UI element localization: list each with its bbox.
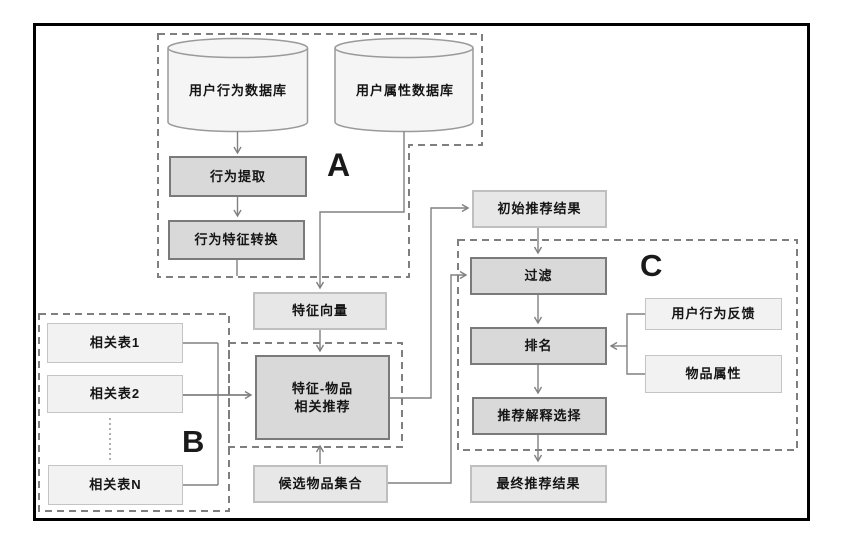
user-attribute-db-cylinder (334, 37, 474, 133)
group-c-outline (457, 239, 798, 451)
node-feature-item-recommendation-line2: 相关推荐 (294, 398, 351, 414)
edge-attributedb-to-featurevector (320, 131, 405, 289)
node-filter: 过滤 (470, 257, 607, 295)
node-related-table-2: 相关表2 (47, 375, 183, 413)
node-ranking: 排名 (470, 327, 607, 365)
feature-item-group-outline (228, 342, 403, 448)
node-final-results: 最终推荐结果 (470, 465, 607, 503)
node-candidate-items: 候选物品集合 (253, 465, 388, 503)
user-attribute-db-label: 用户属性数据库 (355, 83, 454, 98)
edge-featureitem-to-initialresults (390, 208, 468, 399)
node-related-table-n: 相关表N (48, 465, 183, 505)
section-label-c: C (640, 248, 663, 283)
node-explanation-selection: 推荐解释选择 (472, 397, 607, 435)
section-label-a: A (327, 147, 351, 183)
node-initial-results: 初始推荐结果 (472, 190, 607, 228)
edge-candidates-to-filter (388, 275, 466, 484)
node-behavior-feature-transform: 行为特征转换 (168, 220, 305, 260)
user-behavior-db-cylinder (167, 37, 309, 133)
edge-feedback-attributes-bracket (626, 313, 645, 375)
node-item-attributes: 物品属性 (645, 355, 782, 393)
section-label-b: B (182, 424, 205, 459)
node-feature-item-recommendation: 特征-物品 相关推荐 (255, 355, 390, 440)
node-related-table-1: 相关表1 (47, 323, 183, 363)
node-user-feedback: 用户行为反馈 (645, 298, 782, 330)
node-feature-vector: 特征向量 (253, 292, 387, 330)
node-behavior-extraction: 行为提取 (169, 156, 307, 197)
group-a-outline (157, 33, 483, 278)
node-feature-item-recommendation-line1: 特征-物品 (291, 380, 354, 396)
user-behavior-db-label: 用户行为数据库 (188, 83, 287, 98)
